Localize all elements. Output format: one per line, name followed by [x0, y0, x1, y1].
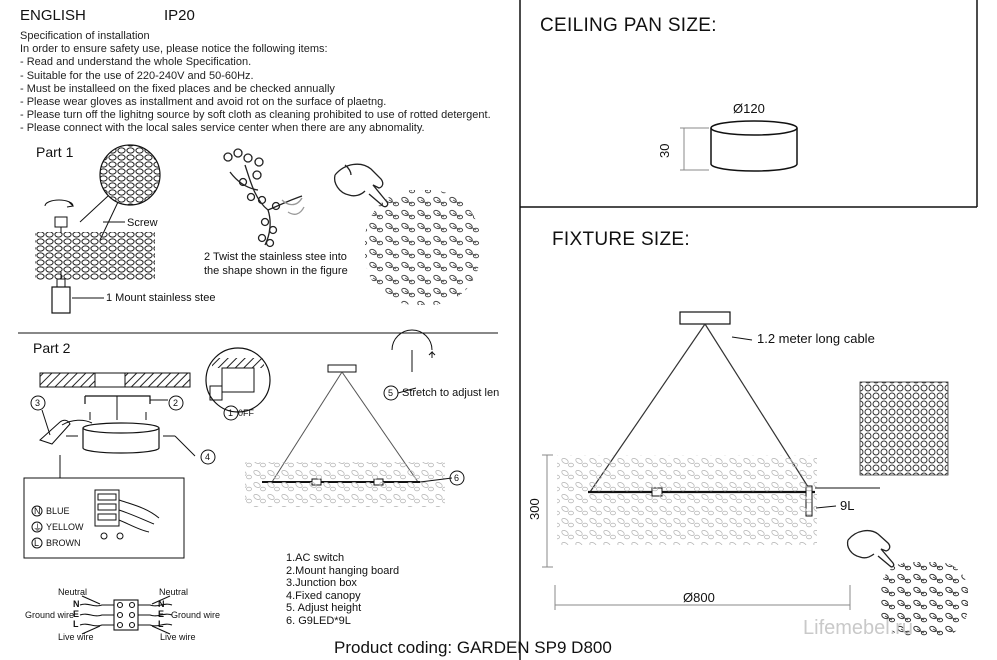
ground-left: Ground wire [25, 610, 75, 620]
terminal-l-right: L [158, 619, 164, 629]
neutral-right: Neutral [159, 587, 189, 597]
legend-item: 5. Adjust height [286, 602, 362, 614]
terminal-n-right: N [158, 599, 165, 609]
fixture-diameter: Ø800 [683, 590, 715, 605]
part2-title: Part 2 [33, 340, 71, 356]
wire-blue: BLUE [46, 506, 70, 516]
neutral-left: Neutral [58, 587, 88, 597]
spec-item: - Must be installeed on the fixed places… [20, 82, 335, 95]
ceiling-pan-height: 30 [657, 143, 672, 158]
language-label: ENGLISH [20, 7, 86, 24]
terminal-n-left: N [73, 599, 80, 609]
fixture-height: 300 [527, 498, 542, 520]
wire-n-symbol: N [34, 506, 41, 516]
terminal-l-left: L [73, 619, 79, 629]
step1-label: 1 Mount stainless stee [106, 292, 216, 304]
legend-item: 6. G9LED*9L [286, 614, 351, 627]
parts-legend: 1.AC switch 2.Mount hanging board 3.Junc… [286, 552, 399, 627]
wire-earth-symbol: ⏚ [33, 523, 43, 533]
wire-brown: BROWN [46, 538, 81, 548]
legend-item: 2.Mount hanging board [286, 564, 400, 577]
product-coding: Product coding: GARDEN SP9 D800 [334, 638, 612, 657]
legend-item: 1.AC switch [286, 552, 345, 564]
legend-item: 4.Fixed canopy [286, 589, 361, 602]
callout-3: 3 [35, 398, 41, 408]
specification-block: Specification of installation In order t… [20, 30, 491, 136]
ground-right: Ground wire [171, 610, 221, 620]
spec-item: - Suitable for the use of 220-240V and 5… [20, 69, 254, 82]
callout-4: 4 [205, 452, 211, 462]
legend-item: 3.Junction box [286, 577, 357, 589]
step2-line1: 2 Twist the stainless stee into [204, 251, 347, 263]
ip-rating: IP20 [164, 7, 195, 24]
spec-title: Specification of installation [20, 30, 150, 42]
ceiling-pan-diameter: Ø120 [733, 101, 765, 116]
watermark: Lifemebel.ru [803, 617, 914, 639]
spec-item: - Read and understand the whole Specific… [20, 56, 252, 69]
fixture-title: FIXTURE SIZE: [552, 229, 690, 250]
callout-5: 5 [388, 388, 394, 398]
spec-item: - Please wear gloves as installment and … [20, 96, 387, 109]
step2-line2: the shape shown in the figure [204, 265, 348, 277]
lamp-count: 9L [840, 498, 855, 513]
callout-2: 2 [173, 398, 179, 408]
terminal-e-left: E [73, 609, 80, 619]
callout-1: 1 [228, 408, 234, 418]
terminal-e-right: E [158, 609, 165, 619]
spec-item: - Please connect with the local sales se… [20, 122, 425, 135]
callout-6: 6 [454, 473, 460, 483]
part1-title: Part 1 [36, 144, 74, 160]
live-left: Live wire [58, 632, 94, 642]
wire-yellow: YELLOW [46, 522, 84, 532]
off-label: 0FF [238, 408, 255, 418]
screw-label: Screw [127, 217, 158, 229]
cable-length: 1.2 meter long cable [757, 331, 875, 346]
live-right: Live wire [160, 632, 196, 642]
stretch-label: Stretch to adjust len [402, 387, 500, 399]
spec-item: - Please turn off the lighitng source by… [20, 109, 491, 122]
wire-l-symbol: L [34, 538, 40, 548]
spec-intro: In order to ensure safety use, please no… [20, 43, 328, 56]
ceiling-pan-title: CEILING PAN SIZE: [540, 15, 717, 36]
